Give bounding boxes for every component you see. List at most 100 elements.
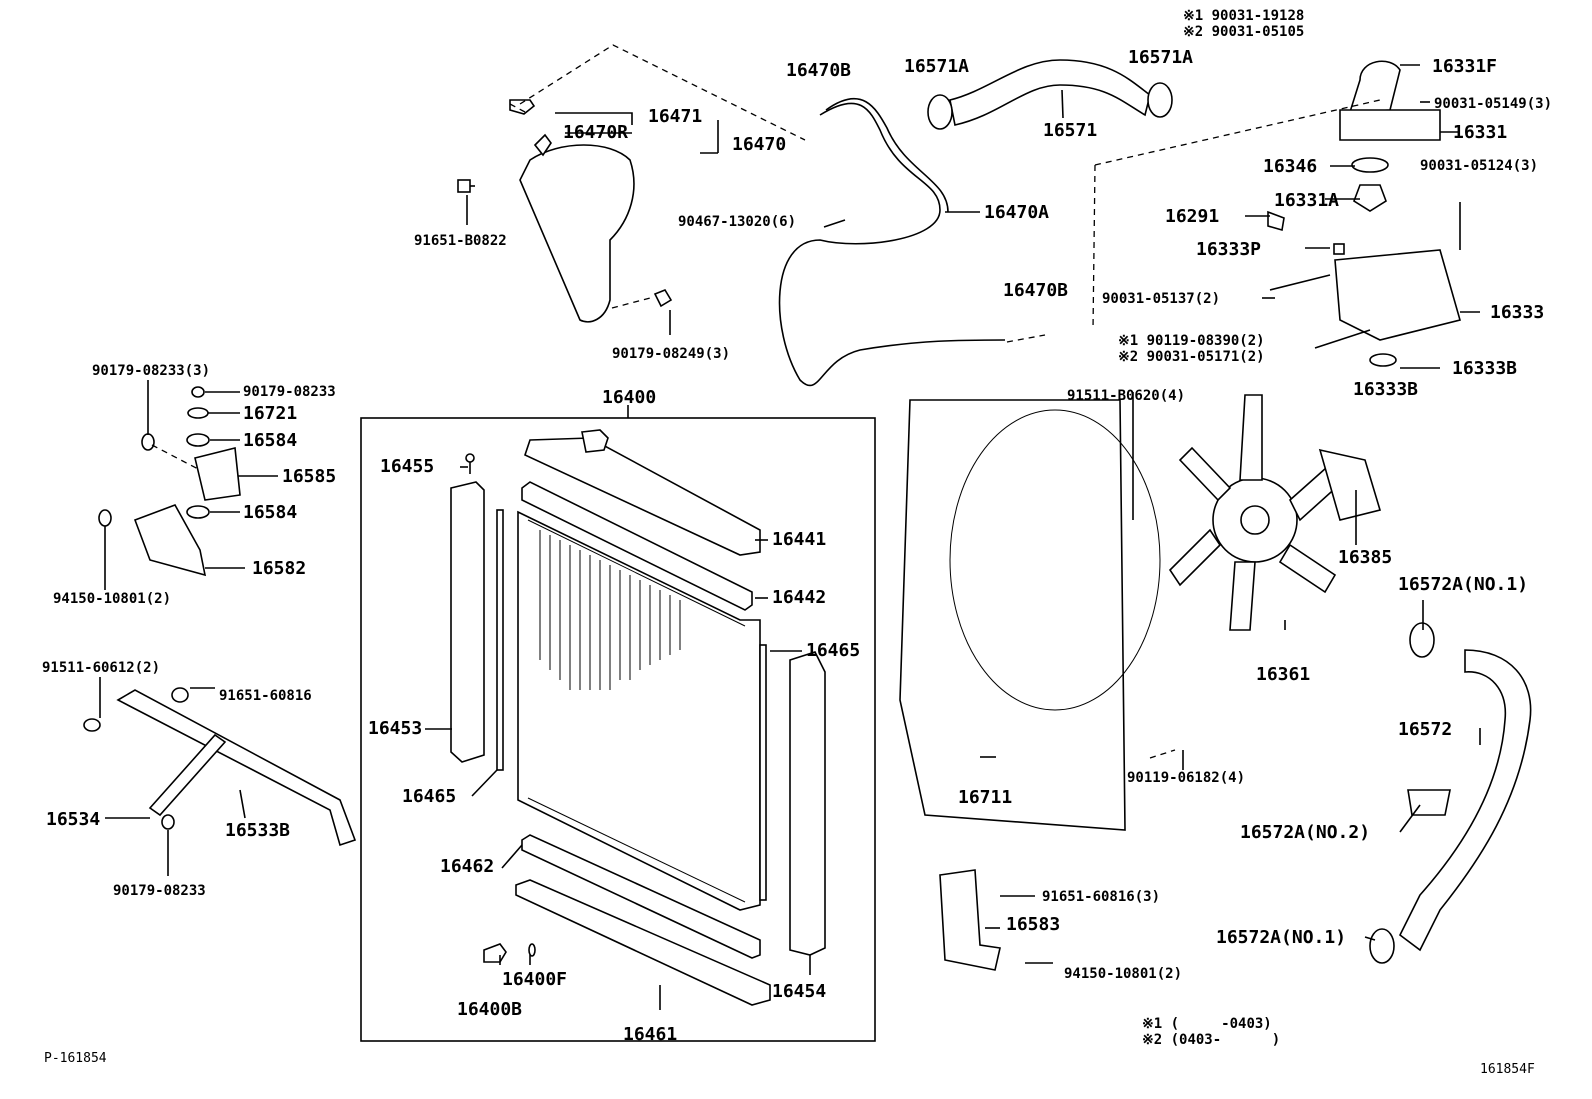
hose-clamp-16571a-right <box>1147 82 1173 118</box>
label-91651-b0822: 91651-B0822 <box>414 233 507 249</box>
nut-94150-10801 <box>98 509 112 527</box>
reserve-tank <box>519 144 635 323</box>
label-16331: 16331 <box>1453 122 1507 143</box>
label-91651-60816: 91651-60816 <box>219 688 312 704</box>
label-90179-08233-top: 90179-08233 <box>243 384 336 400</box>
label-91511-b0620: 91511-B0620(4) <box>1067 388 1185 404</box>
o-ring-16333b <box>1369 353 1397 367</box>
label-16571a-left: 16571A <box>904 56 969 77</box>
part-16291 <box>1267 210 1285 232</box>
label-16711: 16711 <box>958 787 1012 808</box>
label-16465-left: 16465 <box>402 786 456 807</box>
hose-clamp-16571a-left <box>927 94 953 130</box>
gasket-16346 <box>1351 157 1389 173</box>
lower-tank <box>515 879 771 1006</box>
label-90179-08249: 90179-08249(3) <box>612 346 730 362</box>
water-outlet-group <box>1092 60 1461 367</box>
footer-right-code: 161854F <box>1480 1062 1535 1077</box>
label-90179-08233-lower: 90179-08233 <box>113 883 206 899</box>
label-16454: 16454 <box>772 981 826 1002</box>
side-seal-right <box>759 644 767 901</box>
callout-labels: 16400 16455 16441 16442 16465 16453 1646… <box>42 8 1552 1077</box>
clamp-16572a-no1-bottom <box>1369 928 1395 964</box>
upper-gasket <box>521 481 753 611</box>
label-16534: 16534 <box>46 809 100 830</box>
label-16291: 16291 <box>1165 206 1219 227</box>
label-94150-10801-right: 94150-10801(2) <box>1064 966 1182 982</box>
reserve-tank-group <box>457 44 806 323</box>
label-90031-05149: 90031-05149(3) <box>1434 96 1552 112</box>
bracket-16582 <box>133 504 207 577</box>
label-90179-08233-3: 90179-08233(3) <box>92 363 210 379</box>
clamp-16572a-no2 <box>1407 789 1451 816</box>
footer-left-code: P-161854 <box>44 1051 107 1066</box>
label-16584-bottom: 16584 <box>243 502 297 523</box>
bolt-91511-60612 <box>83 718 101 732</box>
label-16400f: 16400F <box>502 969 567 990</box>
leader-lines <box>99 64 1481 1010</box>
plug-16333p <box>1333 243 1345 255</box>
stay-16534 <box>148 733 227 817</box>
radiator-core <box>517 510 761 911</box>
variant-mid-1: ※1 90119-08390(2) <box>1118 333 1265 349</box>
label-16572: 16572 <box>1398 719 1452 740</box>
upper-radiator-hose <box>949 59 1151 126</box>
label-16400b: 16400B <box>457 999 522 1020</box>
support-rod-group <box>83 687 357 847</box>
label-16455: 16455 <box>380 456 434 477</box>
variant-mid-2: ※2 90031-05171(2) <box>1118 349 1265 365</box>
label-90031-05124: 90031-05124(3) <box>1420 158 1538 174</box>
side-seal-left <box>496 509 504 771</box>
cooling-fan <box>1168 394 1352 631</box>
label-16470b-lower: 16470B <box>1003 280 1068 301</box>
label-16585: 16585 <box>282 466 336 487</box>
water-outlet-16331f <box>1348 60 1401 113</box>
label-16462: 16462 <box>440 856 494 877</box>
legend-line-2: ※2 (0403- ) <box>1142 1032 1280 1048</box>
label-16571a-right: 16571A <box>1128 47 1193 68</box>
thermostat-16331a <box>1353 184 1387 212</box>
label-16533b: 16533B <box>225 820 290 841</box>
label-16385: 16385 <box>1338 547 1392 568</box>
bracket-16585 <box>194 447 241 501</box>
legend-line-1: ※1 ( -0403) <box>1142 1016 1272 1032</box>
label-16572a-no1-top: 16572A(NO.1) <box>1398 574 1528 595</box>
radiator-assembly-box <box>360 417 876 1042</box>
thermostat-housing-16333 <box>1334 249 1461 341</box>
label-91511-60612: 91511-60612(2) <box>42 660 160 676</box>
label-16572a-no1-bottom: 16572A(NO.1) <box>1216 927 1346 948</box>
label-16442: 16442 <box>772 587 826 608</box>
label-16400: 16400 <box>602 387 656 408</box>
tank-cap-16471 <box>509 99 536 115</box>
bolt-91651-60816 <box>171 687 189 703</box>
label-16331f: 16331F <box>1432 56 1497 77</box>
bracket-16583 <box>939 869 1001 971</box>
label-16582: 16582 <box>252 558 306 579</box>
cushion-16584-bottom <box>186 505 210 519</box>
label-16346: 16346 <box>1263 156 1317 177</box>
label-16331a: 16331A <box>1274 190 1339 211</box>
fluid-coupling-16385 <box>1318 448 1382 521</box>
nut-90179-08249 <box>653 289 673 308</box>
fan-shroud <box>899 399 1126 831</box>
radiator-assembly-group <box>360 405 876 1042</box>
label-16470: 16470 <box>732 134 786 155</box>
left-side-bracket <box>450 481 485 763</box>
label-90031-05137: 90031-05137(2) <box>1102 291 1220 307</box>
label-16583: 16583 <box>1006 914 1060 935</box>
cushion-16584-top <box>186 433 210 447</box>
label-16465-right: 16465 <box>806 640 860 661</box>
variant-top-1: ※1 90031-19128 <box>1183 8 1304 24</box>
bolt-91651 <box>457 179 471 193</box>
right-side-bracket <box>789 651 826 956</box>
label-16333b-below: 16333B <box>1353 379 1418 400</box>
lower-gasket <box>521 834 761 959</box>
label-16441: 16441 <box>772 529 826 550</box>
label-90467-13020: 90467-13020(6) <box>678 214 796 230</box>
overflow-hose <box>778 102 1006 387</box>
label-16470r: 16470R <box>563 122 628 143</box>
support-rod-16533b <box>116 689 357 847</box>
variant-top-2: ※2 90031-05105 <box>1183 24 1304 40</box>
label-16584-top: 16584 <box>243 430 297 451</box>
